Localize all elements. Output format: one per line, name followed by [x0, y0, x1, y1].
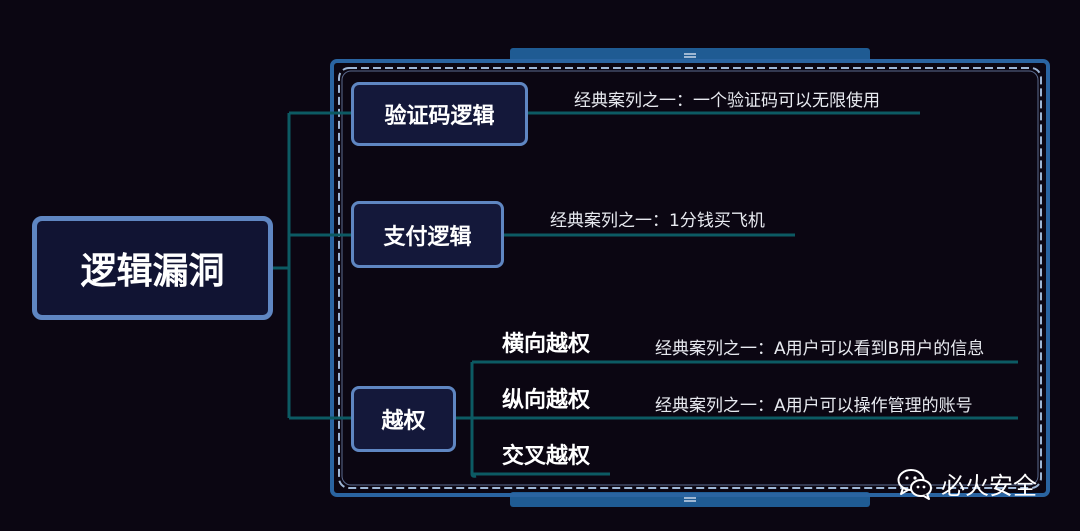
branch-node-payment[interactable]: 支付逻辑 [351, 201, 504, 268]
frame-dashed-border [338, 67, 1042, 489]
sub-node-horizontal[interactable]: 横向越权 [502, 332, 591, 357]
branch-node-privilege[interactable]: 越权 [351, 386, 456, 452]
root-node[interactable]: 逻辑漏洞 [32, 216, 273, 320]
connectors [273, 111, 1018, 478]
watermark: 必火安全 [897, 466, 1037, 501]
frame-top-handle[interactable] [510, 48, 870, 62]
watermark-text: 必火安全 [941, 472, 1037, 500]
frame-outer-border [330, 59, 1050, 497]
root-connector [273, 111, 351, 420]
frame-inner-border [341, 70, 1039, 486]
branch-node-captcha[interactable]: 验证码逻辑 [351, 82, 528, 146]
sub-node-cross[interactable]: 交叉越权 [502, 444, 591, 469]
example-captcha[interactable]: 经典案列之一：一个验证码可以无限使用 [574, 91, 880, 111]
example-vertical[interactable]: 经典案列之一：A用户可以操作管理的账号 [655, 396, 973, 416]
selection-frame[interactable] [330, 48, 1050, 507]
example-horizontal[interactable]: 经典案列之一：A用户可以看到B用户的信息 [655, 339, 985, 359]
example-payment[interactable]: 经典案列之一：1分钱买飞机 [550, 211, 765, 231]
sub-node-vertical[interactable]: 纵向越权 [502, 388, 591, 413]
wechat-icon [897, 468, 932, 500]
